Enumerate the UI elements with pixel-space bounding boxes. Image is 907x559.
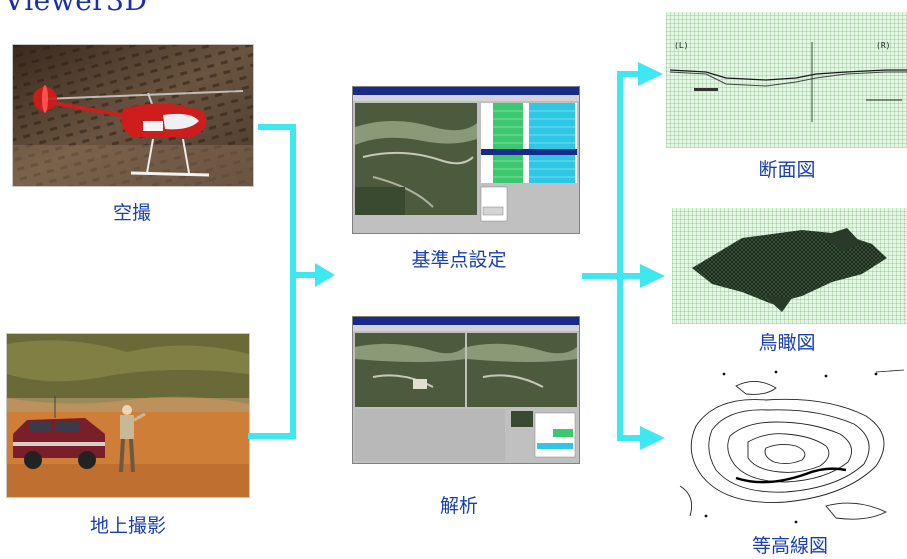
analysis-caption: 解析 [439, 495, 478, 517]
arrow-branches [617, 71, 640, 441]
analysis-screenshot [352, 316, 580, 464]
contour-map-caption: 等高線図 [751, 535, 828, 557]
arrowhead-contour [640, 426, 665, 450]
ground-photo [6, 333, 250, 498]
page-title: Viewer3D [4, 0, 148, 17]
arrow-from-aerial [248, 124, 296, 439]
reference-point-screenshot [352, 86, 580, 234]
contour-map-image [676, 366, 907, 528]
arrowhead-middle [315, 263, 335, 287]
cross-section-caption: 断面図 [758, 159, 816, 181]
arrowhead-cross-section [638, 62, 663, 86]
reference-point-caption: 基準点設定 [411, 249, 507, 271]
birds-eye-image [672, 208, 907, 324]
ground-caption: 地上撮影 [89, 515, 166, 537]
aerial-caption: 空撮 [112, 202, 151, 224]
cross-section-left-label: (L) [674, 41, 688, 50]
aerial-photo [12, 44, 254, 187]
cross-section-image: (L) (R) [666, 12, 907, 148]
birds-eye-caption: 鳥瞰図 [758, 332, 816, 354]
cross-section-right-label: (R) [876, 41, 890, 50]
arrowhead-birds-eye [640, 264, 665, 288]
